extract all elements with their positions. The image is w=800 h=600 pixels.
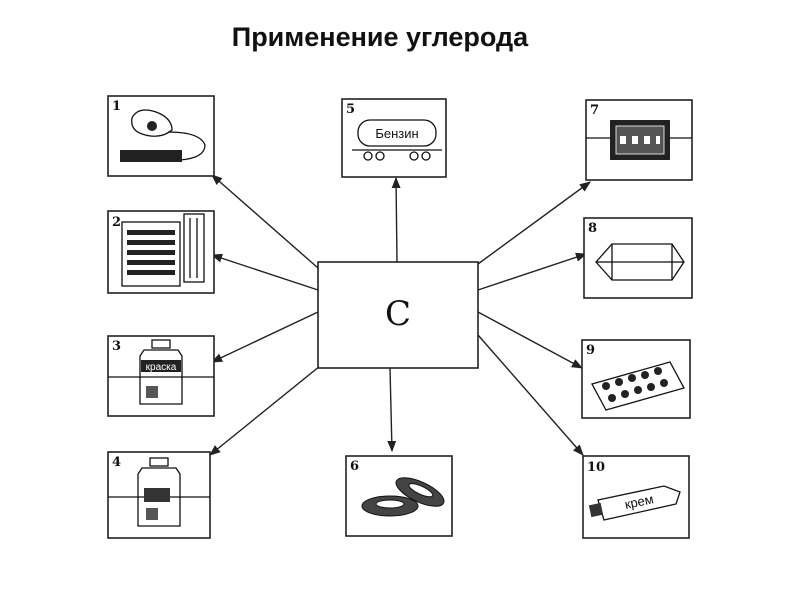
item-number-4: 4 <box>112 455 121 470</box>
diamond-crystal-icon <box>595 243 685 281</box>
item-box-3: 3 краска <box>107 335 215 417</box>
item-number-5: 5 <box>346 102 355 117</box>
item-box-6: 6 <box>345 455 453 537</box>
arrow-to-10 <box>477 334 584 456</box>
jar-icon <box>108 457 210 527</box>
tank-car-icon: Бензин <box>352 119 442 161</box>
cream-tube-icon: крем <box>588 485 681 521</box>
battery-icon <box>586 120 692 160</box>
paint-jar-label: краска <box>146 362 177 373</box>
center-box: C <box>317 261 479 369</box>
tires-icon <box>361 477 445 517</box>
arrows <box>209 174 591 456</box>
tablets-icon <box>591 361 685 411</box>
arrow-to-4 <box>209 365 321 456</box>
arrow-to-2 <box>210 253 319 291</box>
arrow-to-6 <box>387 367 397 453</box>
item-number-3: 3 <box>112 339 121 354</box>
item-box-2: 2 <box>107 210 215 294</box>
arrow-to-3 <box>210 311 319 363</box>
item-number-6: 6 <box>350 459 359 474</box>
center-label: C <box>385 294 411 334</box>
item-number-1: 1 <box>112 99 121 114</box>
item-box-9: 9 <box>581 339 691 419</box>
item-number-7: 7 <box>590 103 599 118</box>
arrow-to-8 <box>477 252 588 291</box>
paint-jar-icon: краска <box>108 339 214 405</box>
arrow-to-1 <box>211 174 319 269</box>
item-number-2: 2 <box>112 215 121 230</box>
item-box-5: 5 Бензин <box>341 98 447 178</box>
item-number-9: 9 <box>586 343 595 358</box>
arrow-to-9 <box>477 311 583 369</box>
gas-mask-icon <box>120 109 206 162</box>
page-title: Применение углерода <box>231 22 529 52</box>
item-box-7: 7 <box>585 99 693 181</box>
item-number-8: 8 <box>588 221 597 236</box>
item-box-4: 4 <box>107 451 211 539</box>
item-box-8: 8 <box>583 217 693 299</box>
item-number-10: 10 <box>587 460 605 475</box>
arrow-to-7 <box>477 181 591 265</box>
printed-pages-icon <box>121 213 205 287</box>
tank-car-label: Бензин <box>375 126 418 141</box>
arrow-to-5 <box>391 176 401 263</box>
item-box-1: 1 <box>107 95 215 177</box>
item-box-10: 10 крем <box>582 455 690 539</box>
cream-tube-label: крем <box>623 491 655 512</box>
